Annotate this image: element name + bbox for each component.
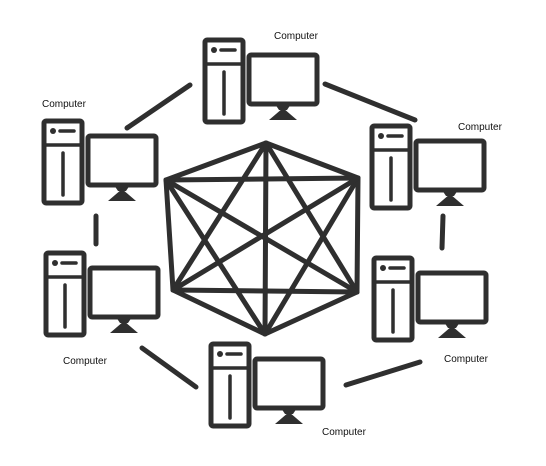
computer-node-upper-right: Computer xyxy=(369,122,503,211)
computer-node-lower-right: Computer xyxy=(371,255,489,365)
computer-label: Computer xyxy=(63,356,108,367)
computer-nodes: Computer Computer xyxy=(41,31,503,438)
computer-node-top: Computer xyxy=(202,31,320,125)
ring-link xyxy=(322,81,418,123)
mesh-line xyxy=(163,177,268,337)
monitor-icon xyxy=(246,52,320,120)
computer-node-bottom: Computer xyxy=(208,341,367,438)
monitor-icon xyxy=(252,356,326,424)
mesh-line xyxy=(170,140,269,293)
tower-computer-icon xyxy=(41,118,85,206)
monitor-icon xyxy=(415,270,489,338)
mesh-line xyxy=(170,175,361,293)
computer-node-lower-left: Computer xyxy=(43,250,161,367)
ring-link xyxy=(139,345,199,390)
mesh-line xyxy=(262,175,361,337)
computer-label: Computer xyxy=(458,122,503,133)
computer-label: Computer xyxy=(322,427,367,438)
tower-computer-icon xyxy=(43,250,87,338)
ring-link xyxy=(343,359,423,388)
monitor-icon xyxy=(413,138,487,206)
computer-node-upper-left: Computer xyxy=(41,99,159,206)
monitor-icon xyxy=(87,265,161,333)
ring-link xyxy=(124,82,193,131)
tower-computer-icon xyxy=(369,123,413,211)
monitor-icon xyxy=(85,133,159,201)
mesh-line xyxy=(163,175,361,183)
computer-label: Computer xyxy=(274,31,319,42)
tower-computer-icon xyxy=(202,37,246,125)
ring-link xyxy=(439,213,446,251)
tower-computer-icon xyxy=(371,255,415,343)
mesh-line xyxy=(263,140,360,295)
hexagram-icon xyxy=(163,140,361,337)
computer-label: Computer xyxy=(444,354,489,365)
computer-label: Computer xyxy=(42,99,87,110)
ring-connections xyxy=(93,81,446,390)
tower-computer-icon xyxy=(208,341,252,429)
